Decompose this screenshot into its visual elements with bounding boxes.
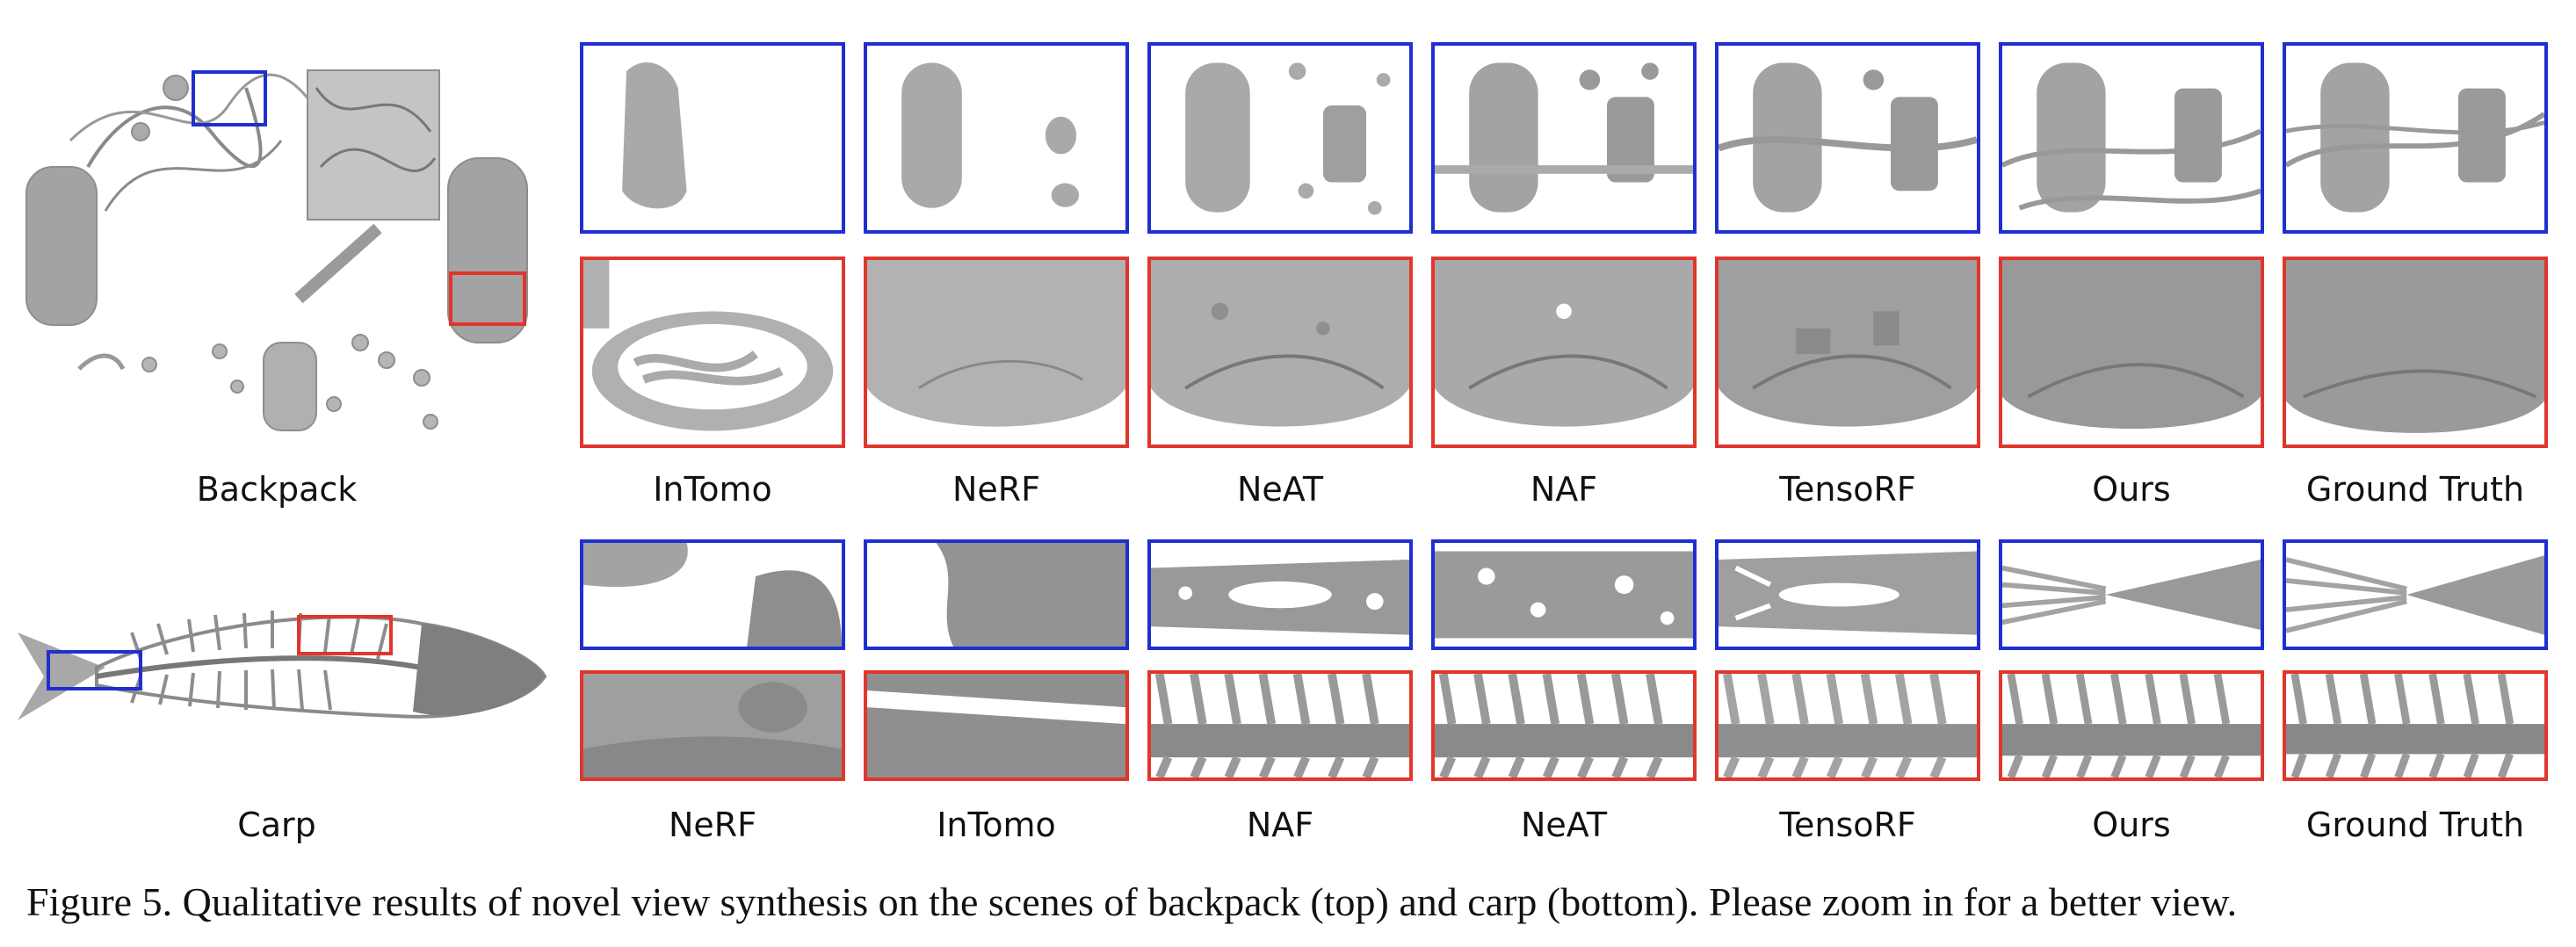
carp-gt-blue-inset — [2283, 539, 2548, 650]
carp-neat-red-inset — [1431, 670, 1697, 781]
backpack-ours-blue-inset — [1999, 42, 2264, 234]
method-label: InTomo — [653, 470, 772, 509]
backpack-tensorf-red-inset — [1715, 257, 1980, 448]
carp-nerf-blue-inset — [580, 539, 845, 650]
backpack-gt-blue-inset — [2283, 42, 2548, 234]
backpack-naf-red-inset — [1431, 257, 1697, 448]
backpack-intomo-red-inset — [580, 257, 845, 448]
method-label: NeAT — [1236, 470, 1324, 509]
scene-label-carp: Carp — [237, 806, 316, 844]
method-label: NeRF — [668, 806, 757, 844]
method-label: TensoRF — [1779, 806, 1916, 844]
method-label: NeAT — [1520, 806, 1608, 844]
carp-tensorf-blue-inset — [1715, 539, 1980, 650]
backpack-ours-red-inset — [1999, 257, 2264, 448]
method-label: Ours — [2092, 806, 2171, 844]
backpack-neat-red-inset — [1147, 257, 1413, 448]
method-label: Ground Truth — [2305, 806, 2525, 844]
backpack-intomo-blue-inset — [580, 42, 845, 234]
carp-neat-blue-inset — [1431, 539, 1697, 650]
carp-naf-blue-inset — [1147, 539, 1413, 650]
carp-naf-red-inset — [1147, 670, 1413, 781]
backpack-gt-red-inset — [2283, 257, 2548, 448]
backpack-nerf-blue-inset — [864, 42, 1129, 234]
method-label: TensoRF — [1779, 470, 1916, 509]
method-label: InTomo — [937, 806, 1056, 844]
method-label: NeRF — [952, 470, 1041, 509]
figure-caption: Figure 5. Qualitative results of novel v… — [26, 879, 2238, 924]
carp-gt-red-inset — [2283, 670, 2548, 781]
carp-ours-blue-inset — [1999, 539, 2264, 650]
scene-label-backpack: Backpack — [196, 470, 358, 509]
backpack-tensorf-blue-inset — [1715, 42, 1980, 234]
backpack-naf-blue-inset — [1431, 42, 1697, 234]
backpack-neat-blue-inset — [1147, 42, 1413, 234]
carp-ours-red-inset — [1999, 670, 2264, 781]
backpack-overview-image — [18, 35, 545, 448]
carp-nerf-red-inset — [580, 670, 845, 781]
carp-overview-image — [9, 580, 554, 738]
method-label: NAF — [1246, 806, 1314, 844]
carp-intomo-blue-inset — [864, 539, 1129, 650]
backpack-nerf-red-inset — [864, 257, 1129, 448]
method-label: NAF — [1530, 470, 1598, 509]
carp-intomo-red-inset — [864, 670, 1129, 781]
carp-tensorf-red-inset — [1715, 670, 1980, 781]
method-label: Ours — [2092, 470, 2171, 509]
method-label: Ground Truth — [2305, 470, 2525, 509]
